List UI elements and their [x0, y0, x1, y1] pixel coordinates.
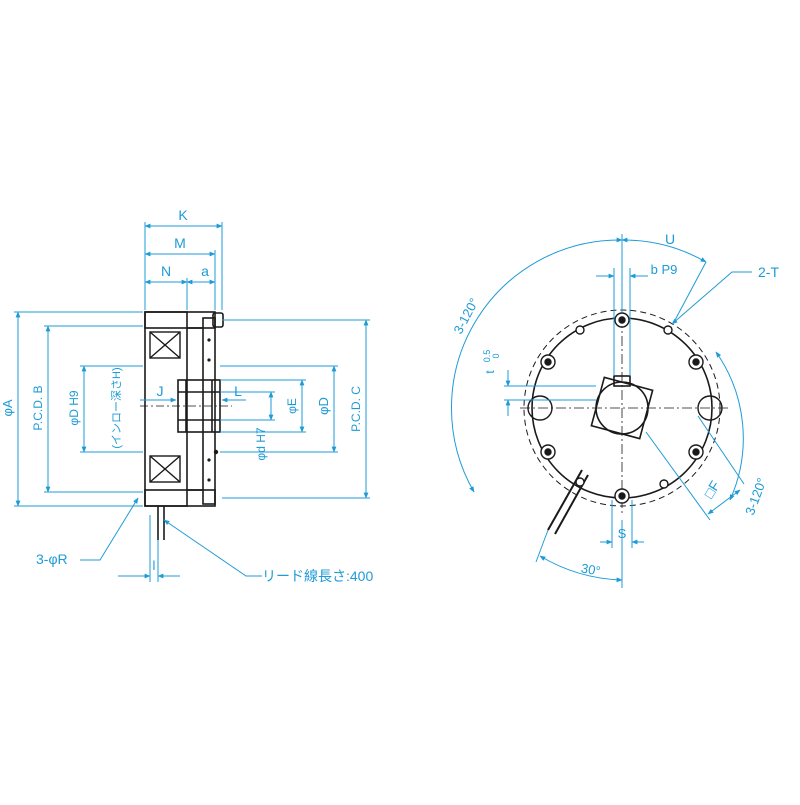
dim-F-label: □F	[700, 478, 723, 501]
side-section-view: K M N a φA P.C.D. B φD H9 (インロー深さH) J L …	[0, 207, 373, 584]
front-view: U b P9 2-T 3-120° 3-120° t 0.5 0 □F S 30…	[450, 231, 779, 588]
dim-M-label: M	[174, 235, 186, 251]
coil-section-bottom	[149, 455, 181, 483]
dim-D-label: φD	[316, 397, 331, 415]
lead-length-note: リード線長さ:400	[262, 568, 373, 584]
dim-A-label: φA	[0, 399, 15, 416]
dim-J-label: J	[157, 383, 164, 399]
dim-E-label: φE	[285, 398, 299, 414]
dim-bP9-label: b P9	[651, 262, 678, 277]
dim-S-label: S	[618, 526, 627, 541]
front-dimension-lines	[450, 234, 752, 588]
dim-N-label: N	[161, 263, 171, 279]
dim-DH9-note: (インロー深さH)	[110, 367, 123, 448]
dim-t-label: t	[483, 370, 497, 374]
dim-L-label: L	[234, 383, 242, 399]
dim-K-label: K	[178, 207, 188, 223]
dim-3x120-right-label: 3-120°	[742, 476, 769, 517]
dim-R-label: 3-φR	[36, 551, 68, 567]
dim-a-label: a	[201, 263, 209, 279]
dim-30-label: 30°	[580, 560, 602, 578]
dim-l-label: l	[153, 558, 156, 573]
coil-section-top	[149, 331, 181, 359]
dim-DH9-label: φD H9	[67, 390, 81, 425]
dim-C-label: P.C.D. C	[349, 386, 363, 432]
dim-3x120-left-label: 3-120°	[450, 295, 481, 336]
dim-t-tol-upper: 0.5	[482, 350, 492, 363]
clutch-body-outline	[140, 311, 232, 540]
dim-2T-label: 2-T	[758, 264, 779, 280]
dim-U-label: U	[665, 231, 675, 247]
dim-t-tol-lower: 0	[491, 353, 501, 358]
dim-dH7-label: φd H7	[254, 427, 268, 460]
dim-B-label: P.C.D. B	[31, 385, 45, 430]
plate-rivets	[207, 338, 219, 482]
side-dimension-lines	[14, 222, 370, 582]
